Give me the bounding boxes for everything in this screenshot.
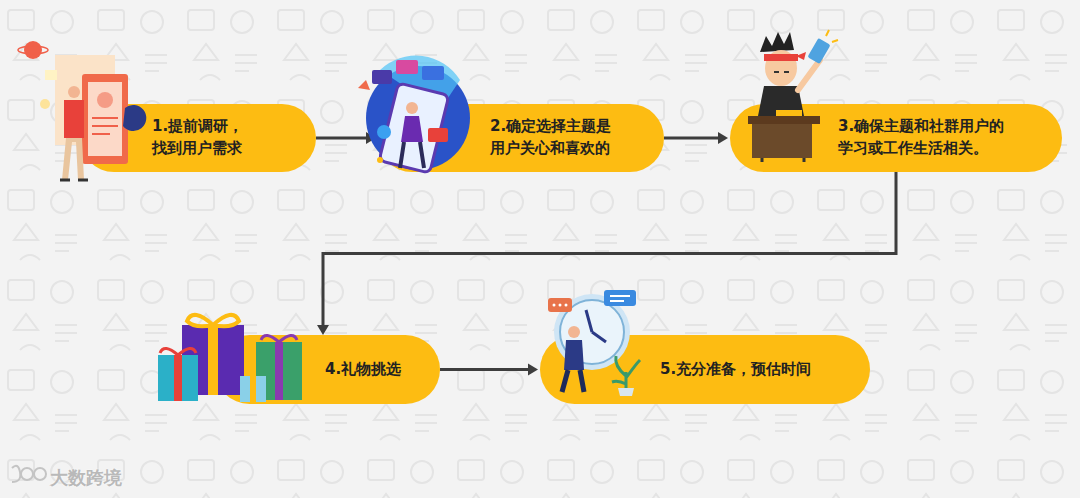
flow-arrow bbox=[664, 132, 728, 144]
flow-arrow bbox=[316, 132, 376, 144]
step-text: 3.确保主题和社群用户的 学习或工作生活相关。 bbox=[838, 116, 1038, 160]
process-pill: 2.确定选择主题是 用户关心和喜欢的 bbox=[378, 104, 664, 172]
process-pill: 4.礼物挑选 bbox=[215, 335, 440, 404]
flow-arrow bbox=[440, 364, 538, 376]
gift-boxes-illustration bbox=[158, 315, 302, 402]
process-pill: 5.充分准备，预估时间 bbox=[540, 335, 870, 404]
step-text: 1.提前调研， 找到用户需求 bbox=[152, 116, 292, 160]
flow-arrow bbox=[317, 172, 896, 335]
step-text: 4.礼物挑选 bbox=[325, 359, 401, 381]
step-text: 2.确定选择主题是 用户关心和喜欢的 bbox=[490, 116, 640, 160]
process-pill: 3.确保主题和社群用户的 学习或工作生活相关。 bbox=[730, 104, 1062, 172]
social-phone-illustration bbox=[358, 56, 470, 174]
clock-illustration bbox=[548, 290, 640, 396]
student-illustration bbox=[748, 30, 838, 162]
process-pill: 1.提前调研， 找到用户需求 bbox=[80, 104, 316, 172]
watermark: 大数跨境 bbox=[50, 466, 122, 490]
researcher-illustration bbox=[18, 41, 146, 180]
step-text: 5.充分准备，预估时间 bbox=[660, 359, 811, 381]
watermark-logo bbox=[12, 466, 46, 482]
